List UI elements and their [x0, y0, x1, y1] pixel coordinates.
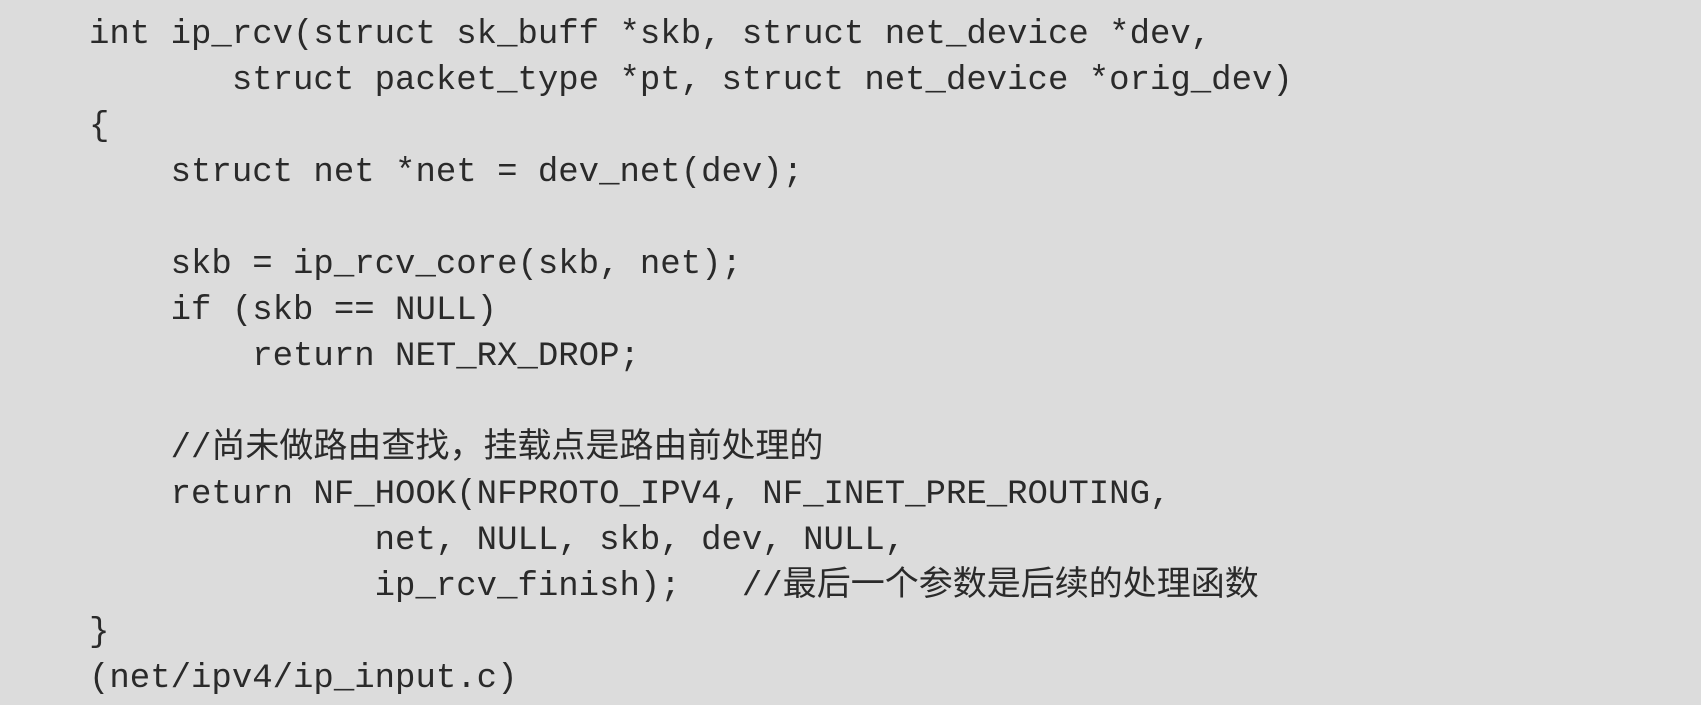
code-line: int ip_rcv(struct sk_buff *skb, struct n… — [89, 16, 1212, 54]
code-line: if (skb == NULL) — [89, 292, 498, 330]
code-line: struct packet_type *pt, struct net_devic… — [89, 62, 1293, 100]
code-line: return NET_RX_DROP; — [89, 338, 640, 376]
code-line: return NF_HOOK(NFPROTO_IPV4, NF_INET_PRE… — [89, 476, 1171, 514]
code-line-blank — [89, 196, 1701, 242]
code-line: skb = ip_rcv_core(skb, net); — [89, 246, 742, 284]
code-line-blank — [89, 380, 1701, 426]
source-file-caption: (net/ipv4/ip_input.c) — [89, 660, 518, 698]
code-line: net, NULL, skb, dev, NULL, — [89, 522, 906, 560]
code-line: } — [89, 614, 110, 652]
code-line: ip_rcv_finish); //最后一个参数是后续的处理函数 — [89, 568, 1259, 606]
code-comment: //尚未做路由查找，挂载点是路由前处理的 — [89, 430, 824, 468]
code-line: struct net *net = dev_net(dev); — [89, 154, 804, 192]
code-line: { — [89, 108, 110, 146]
